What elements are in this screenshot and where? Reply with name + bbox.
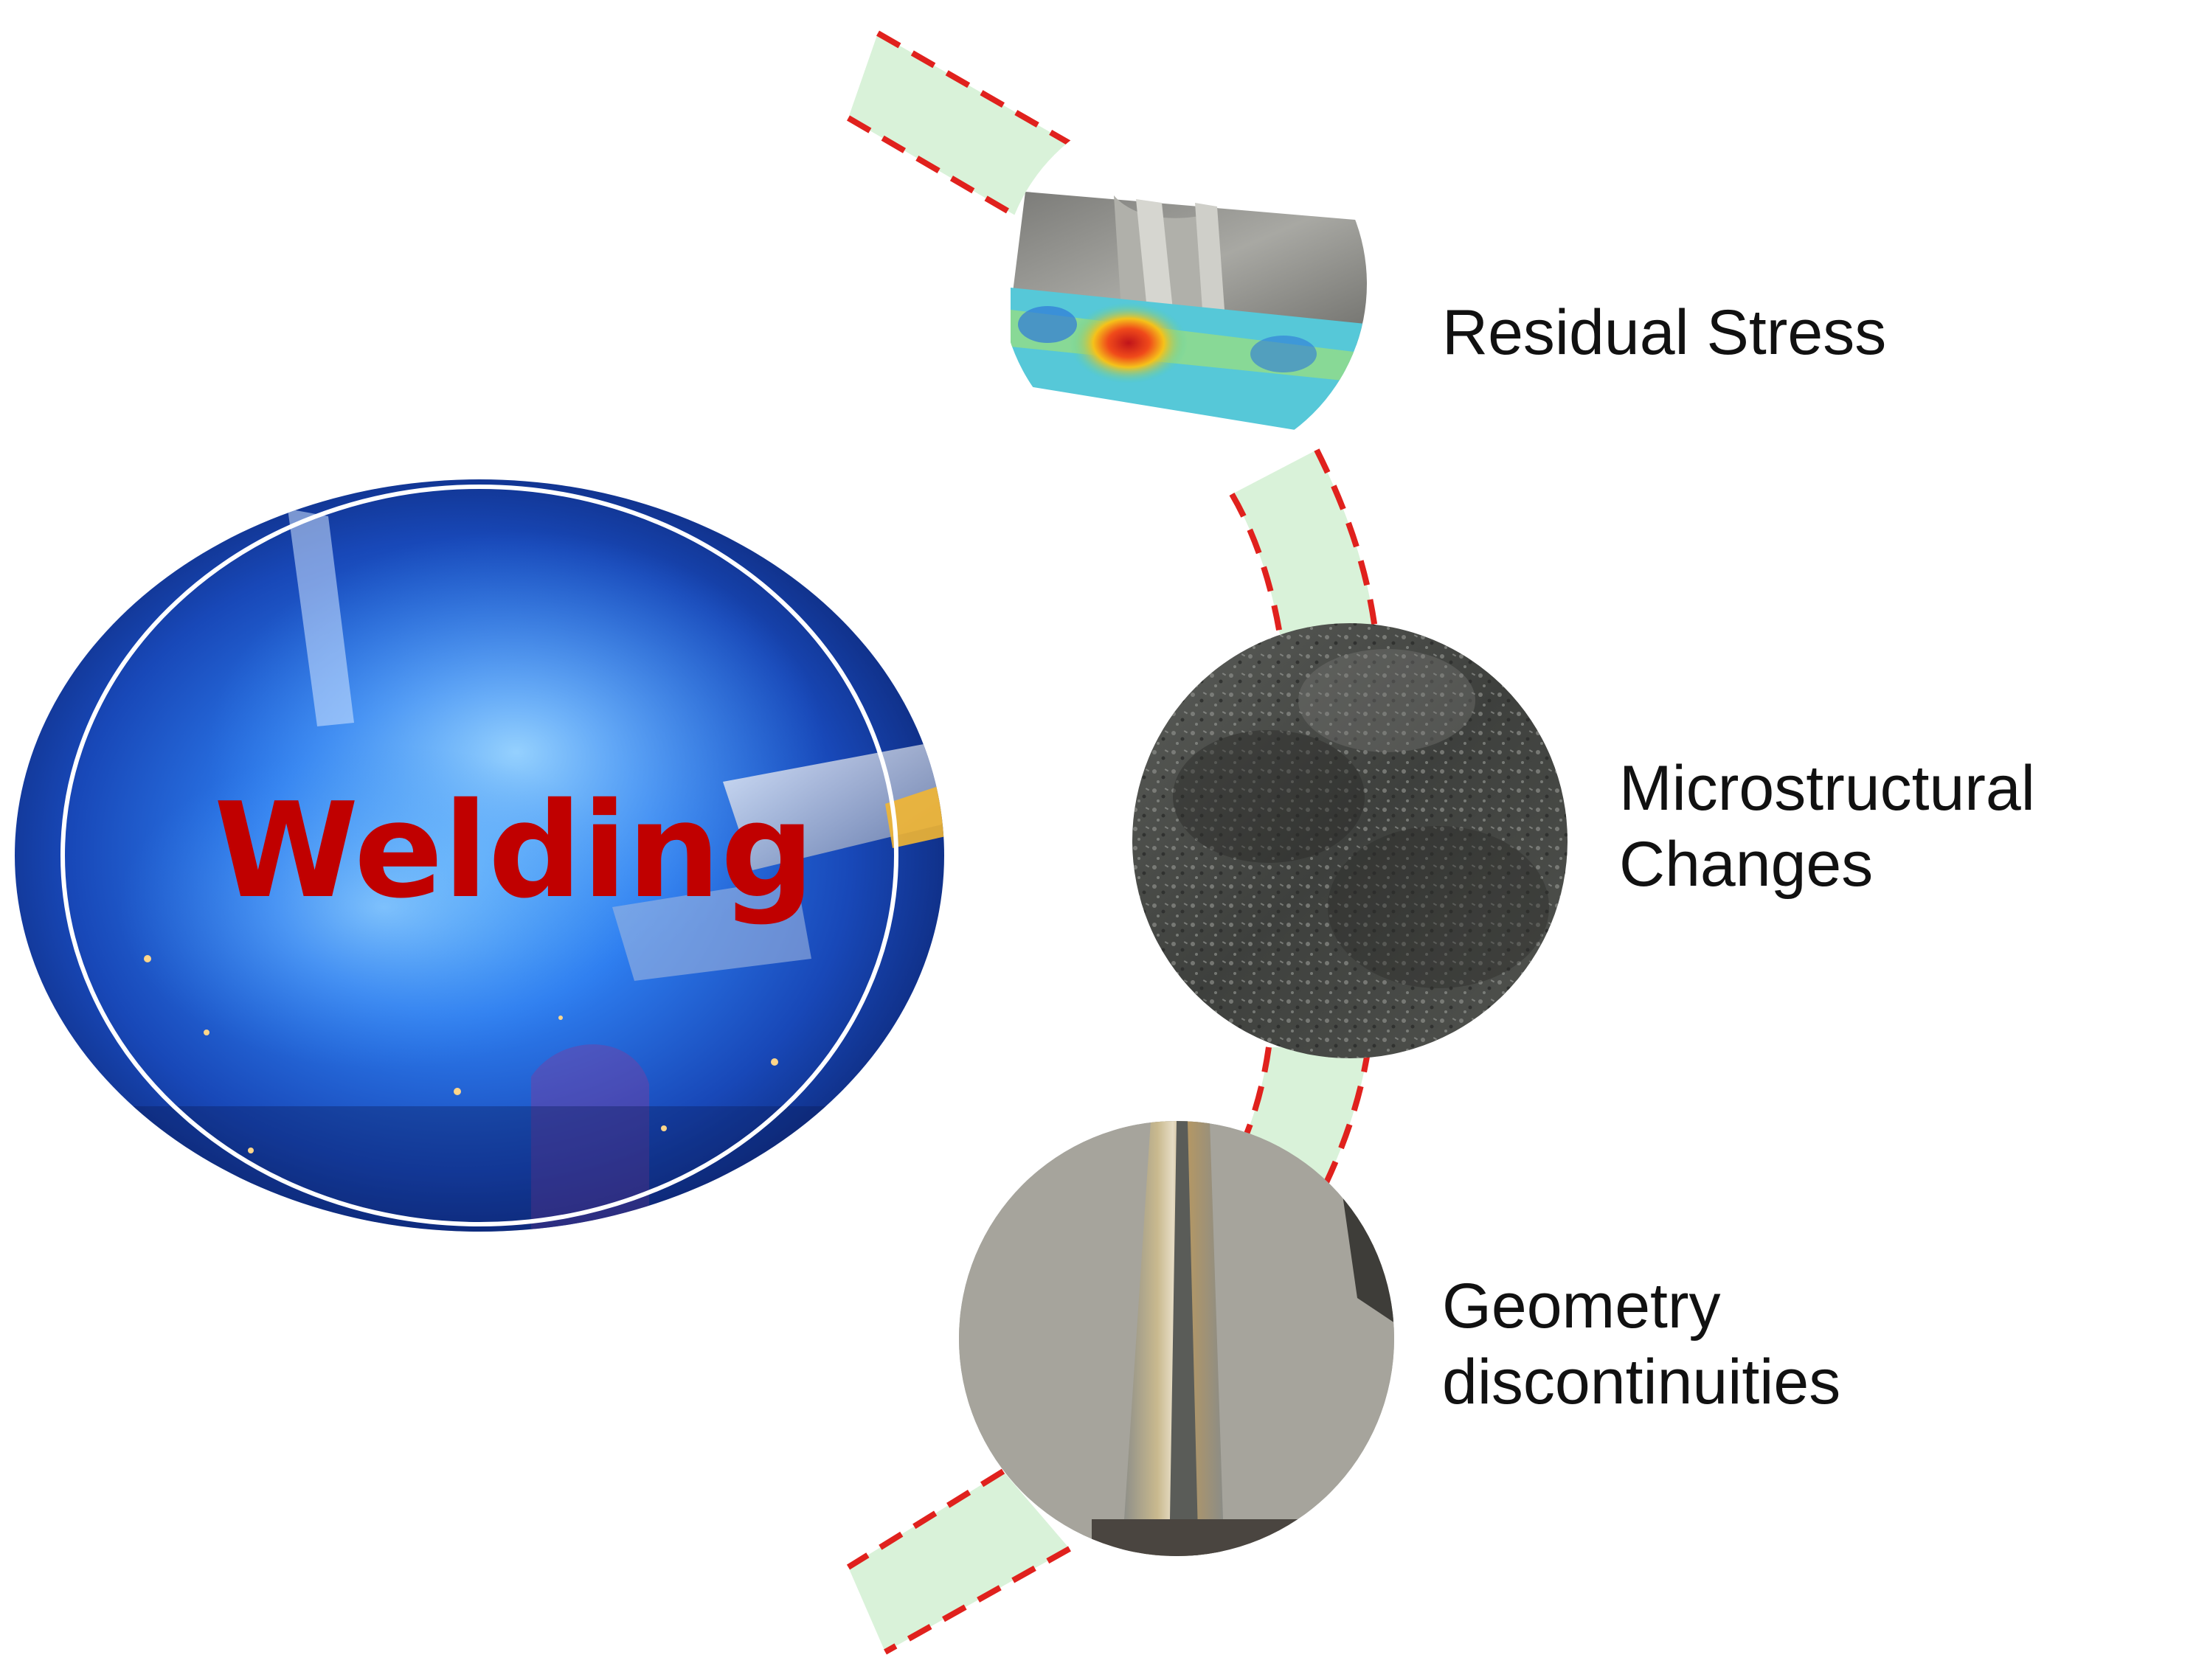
effect-label-line: Microstructural — [1619, 753, 2035, 824]
connector-band-top — [846, 30, 1078, 224]
effect-label-line: Changes — [1619, 829, 1874, 900]
effect-label-residual-stress: Residual Stress — [1442, 295, 1886, 371]
effect-label-line: Geometry — [1442, 1271, 1721, 1341]
connector-band-upper-middle — [1229, 448, 1379, 635]
effect-label-geometry-discontinuities: Geometry discontinuities — [1442, 1268, 1840, 1420]
effect-label-line: Residual Stress — [1442, 297, 1887, 368]
effect-label-microstructural-changes: Microstructural Changes — [1619, 751, 2035, 903]
welding-label: Welding — [214, 774, 815, 927]
microstructure-image — [1132, 623, 1568, 1058]
residual-stress-image — [1001, 101, 1367, 467]
effect-label-line: discontinuities — [1442, 1347, 1841, 1418]
connector-band-bottom — [846, 1468, 1071, 1655]
welding-image — [15, 479, 944, 1232]
